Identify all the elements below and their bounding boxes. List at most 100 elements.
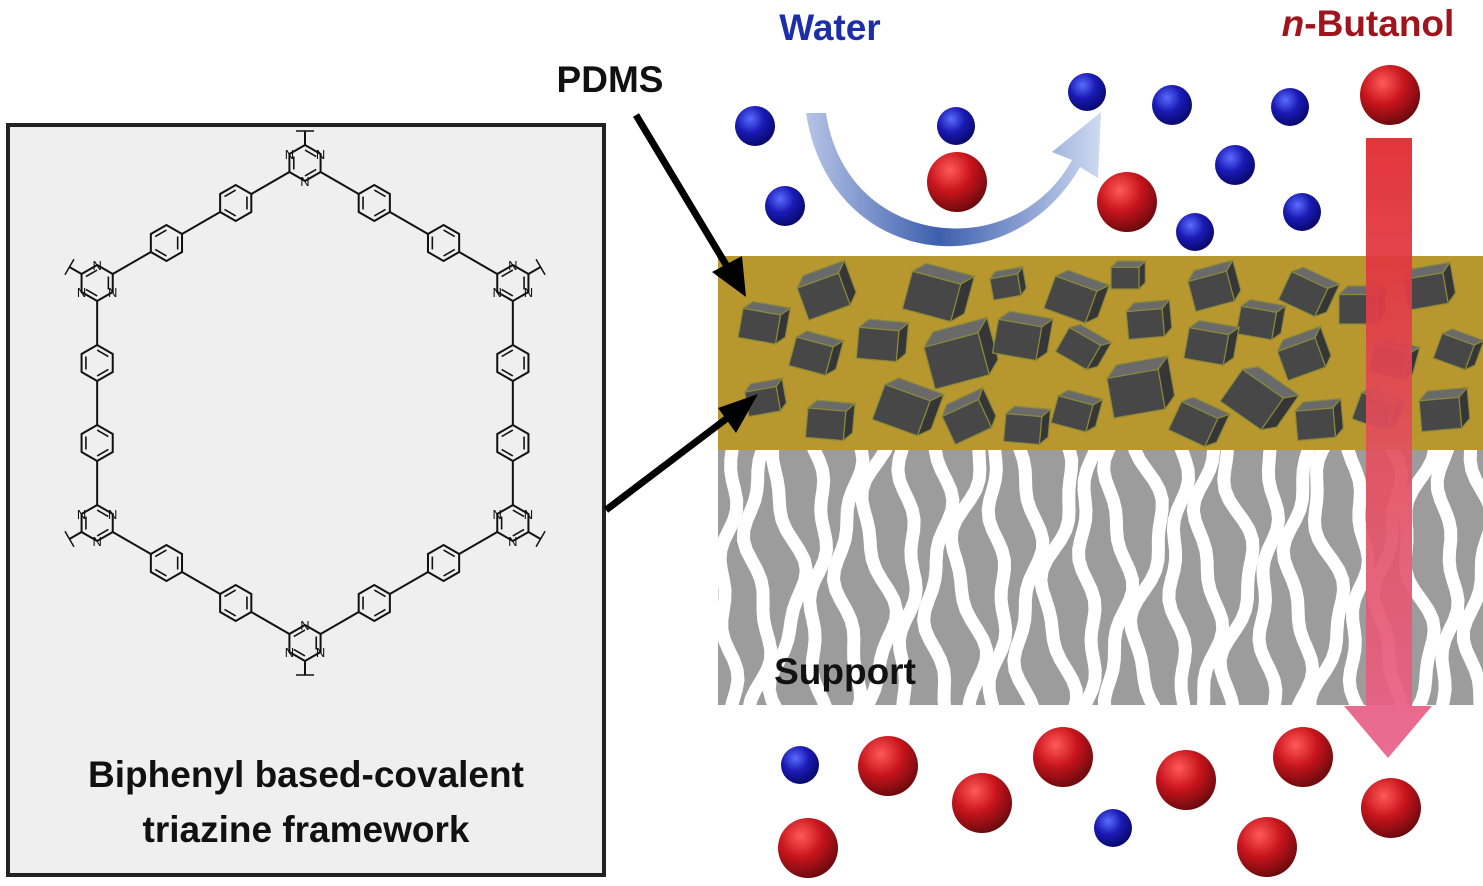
support-pore: [944, 450, 994, 705]
support-pore: [1097, 450, 1140, 705]
framework-extension-bond: [68, 266, 83, 275]
butanol-molecule: [1033, 727, 1093, 787]
water-molecule: [1152, 85, 1192, 125]
structure-panel: [6, 123, 606, 877]
nitrogen-atom: N: [300, 618, 309, 633]
linker-bond: [320, 171, 360, 195]
nitrogen-atom: N: [77, 285, 86, 300]
filler-cube: [1277, 266, 1342, 318]
nitrogen-atom: N: [524, 285, 533, 300]
phenyl-ring-double-bond: [443, 568, 456, 577]
water-molecule: [1176, 213, 1214, 251]
phenyl-ring-double-bond: [224, 608, 237, 617]
triazine-ring: [80, 503, 114, 543]
filler-cube: [1050, 389, 1105, 434]
water-molecule: [781, 746, 819, 784]
phenyl-ring-double-bond: [154, 229, 167, 238]
butanol-molecule: [1361, 778, 1421, 838]
water-molecule: [765, 186, 805, 226]
phenyl-ring-double-bond: [501, 429, 514, 438]
phenyl-ring-double-bond: [443, 248, 456, 257]
triazine-ring-double-bond: [96, 528, 109, 537]
water-molecule: [1271, 88, 1309, 126]
framework-extension-bond: [527, 266, 542, 275]
butanol-molecule: [858, 736, 918, 796]
support-pore: [718, 450, 745, 705]
water-molecule: [1283, 193, 1321, 231]
butanol-molecule: [1273, 727, 1333, 787]
filler-cube-front: [923, 332, 991, 391]
nitrogen-atom: N: [508, 258, 517, 273]
butanol-molecule: [927, 152, 987, 212]
phenyl-ring-double-bond: [154, 568, 167, 577]
filler-cube-front: [941, 398, 993, 446]
support-pore: [1034, 450, 1084, 705]
nitrogen-atom: N: [108, 285, 117, 300]
support-pore: [1007, 450, 1050, 705]
linker-bond: [389, 571, 429, 595]
filler-cube: [988, 265, 1027, 301]
filler-cube: [1186, 258, 1242, 313]
nitrogen-atom: N: [300, 174, 309, 189]
filler-cube-front: [1050, 395, 1094, 433]
support-pore: [1341, 450, 1375, 705]
framework-label-line2: triazine framework: [143, 809, 470, 850]
nitrogen-atom: N: [92, 258, 101, 273]
framework-extension-bond: [527, 531, 542, 540]
water-molecule: [937, 107, 975, 145]
filler-cube: [871, 377, 946, 437]
support-pore: [1123, 450, 1169, 705]
filler-cube: [1276, 324, 1332, 382]
framework-break-mark: [535, 258, 546, 276]
filler-cube: [1002, 405, 1053, 446]
triazine-ring: [496, 503, 530, 543]
phenyl-ring-double-bond: [224, 208, 237, 217]
support-pore: [1252, 450, 1286, 705]
support-pore: [1303, 450, 1351, 705]
triazine-ring-double-bond: [293, 629, 306, 638]
molecules: [735, 65, 1421, 878]
butanol-molecule: [1097, 172, 1157, 232]
filler-cube-front: [901, 270, 962, 323]
linker-bond: [250, 171, 290, 195]
filler-cube-front: [1418, 396, 1463, 433]
support-pore: [826, 450, 870, 705]
filler-cube: [787, 330, 846, 377]
triazine-ring: [496, 263, 530, 303]
phenyl-ring-double-bond: [224, 189, 237, 198]
water-label: Water: [779, 7, 880, 48]
triazine-ring: [80, 263, 114, 303]
filler-cube: [901, 262, 977, 323]
linker-bond: [389, 211, 429, 235]
linker-bond: [181, 211, 221, 235]
triazine-ring: [288, 143, 322, 183]
filler-cube-front: [796, 272, 851, 321]
filler-cube-front: [787, 336, 834, 377]
filler-cube-front: [1002, 412, 1043, 446]
water-molecule: [1068, 73, 1106, 111]
butanol-label: n-Butanol: [1282, 3, 1455, 44]
triazine-ring-double-bond: [85, 269, 98, 278]
filler-cube: [796, 258, 857, 321]
filler-cube: [1432, 328, 1483, 371]
butanol-molecule: [1156, 750, 1216, 810]
filler-cube: [941, 386, 997, 446]
nitrogen-atom: N: [316, 147, 325, 162]
filler-cube-front: [871, 383, 931, 437]
nitrogen-atom: N: [285, 645, 294, 660]
phenyl-ring-double-bond: [96, 429, 109, 438]
filler-cube-front: [1276, 337, 1327, 382]
framework-break-mark: [64, 258, 75, 276]
nitrogen-atom: N: [108, 507, 117, 522]
filler-cube-front: [1125, 307, 1166, 341]
support-pore: [981, 450, 1013, 705]
support-pore: [762, 450, 813, 705]
nitrogen-atom: N: [316, 645, 325, 660]
triazine-ring-double-bond: [304, 168, 317, 177]
phenyl-ring-double-bond: [501, 349, 514, 358]
triazine-ring-double-bond: [512, 528, 525, 537]
support-pore: [1276, 450, 1320, 705]
phenyl-ring-double-bond: [96, 448, 109, 457]
